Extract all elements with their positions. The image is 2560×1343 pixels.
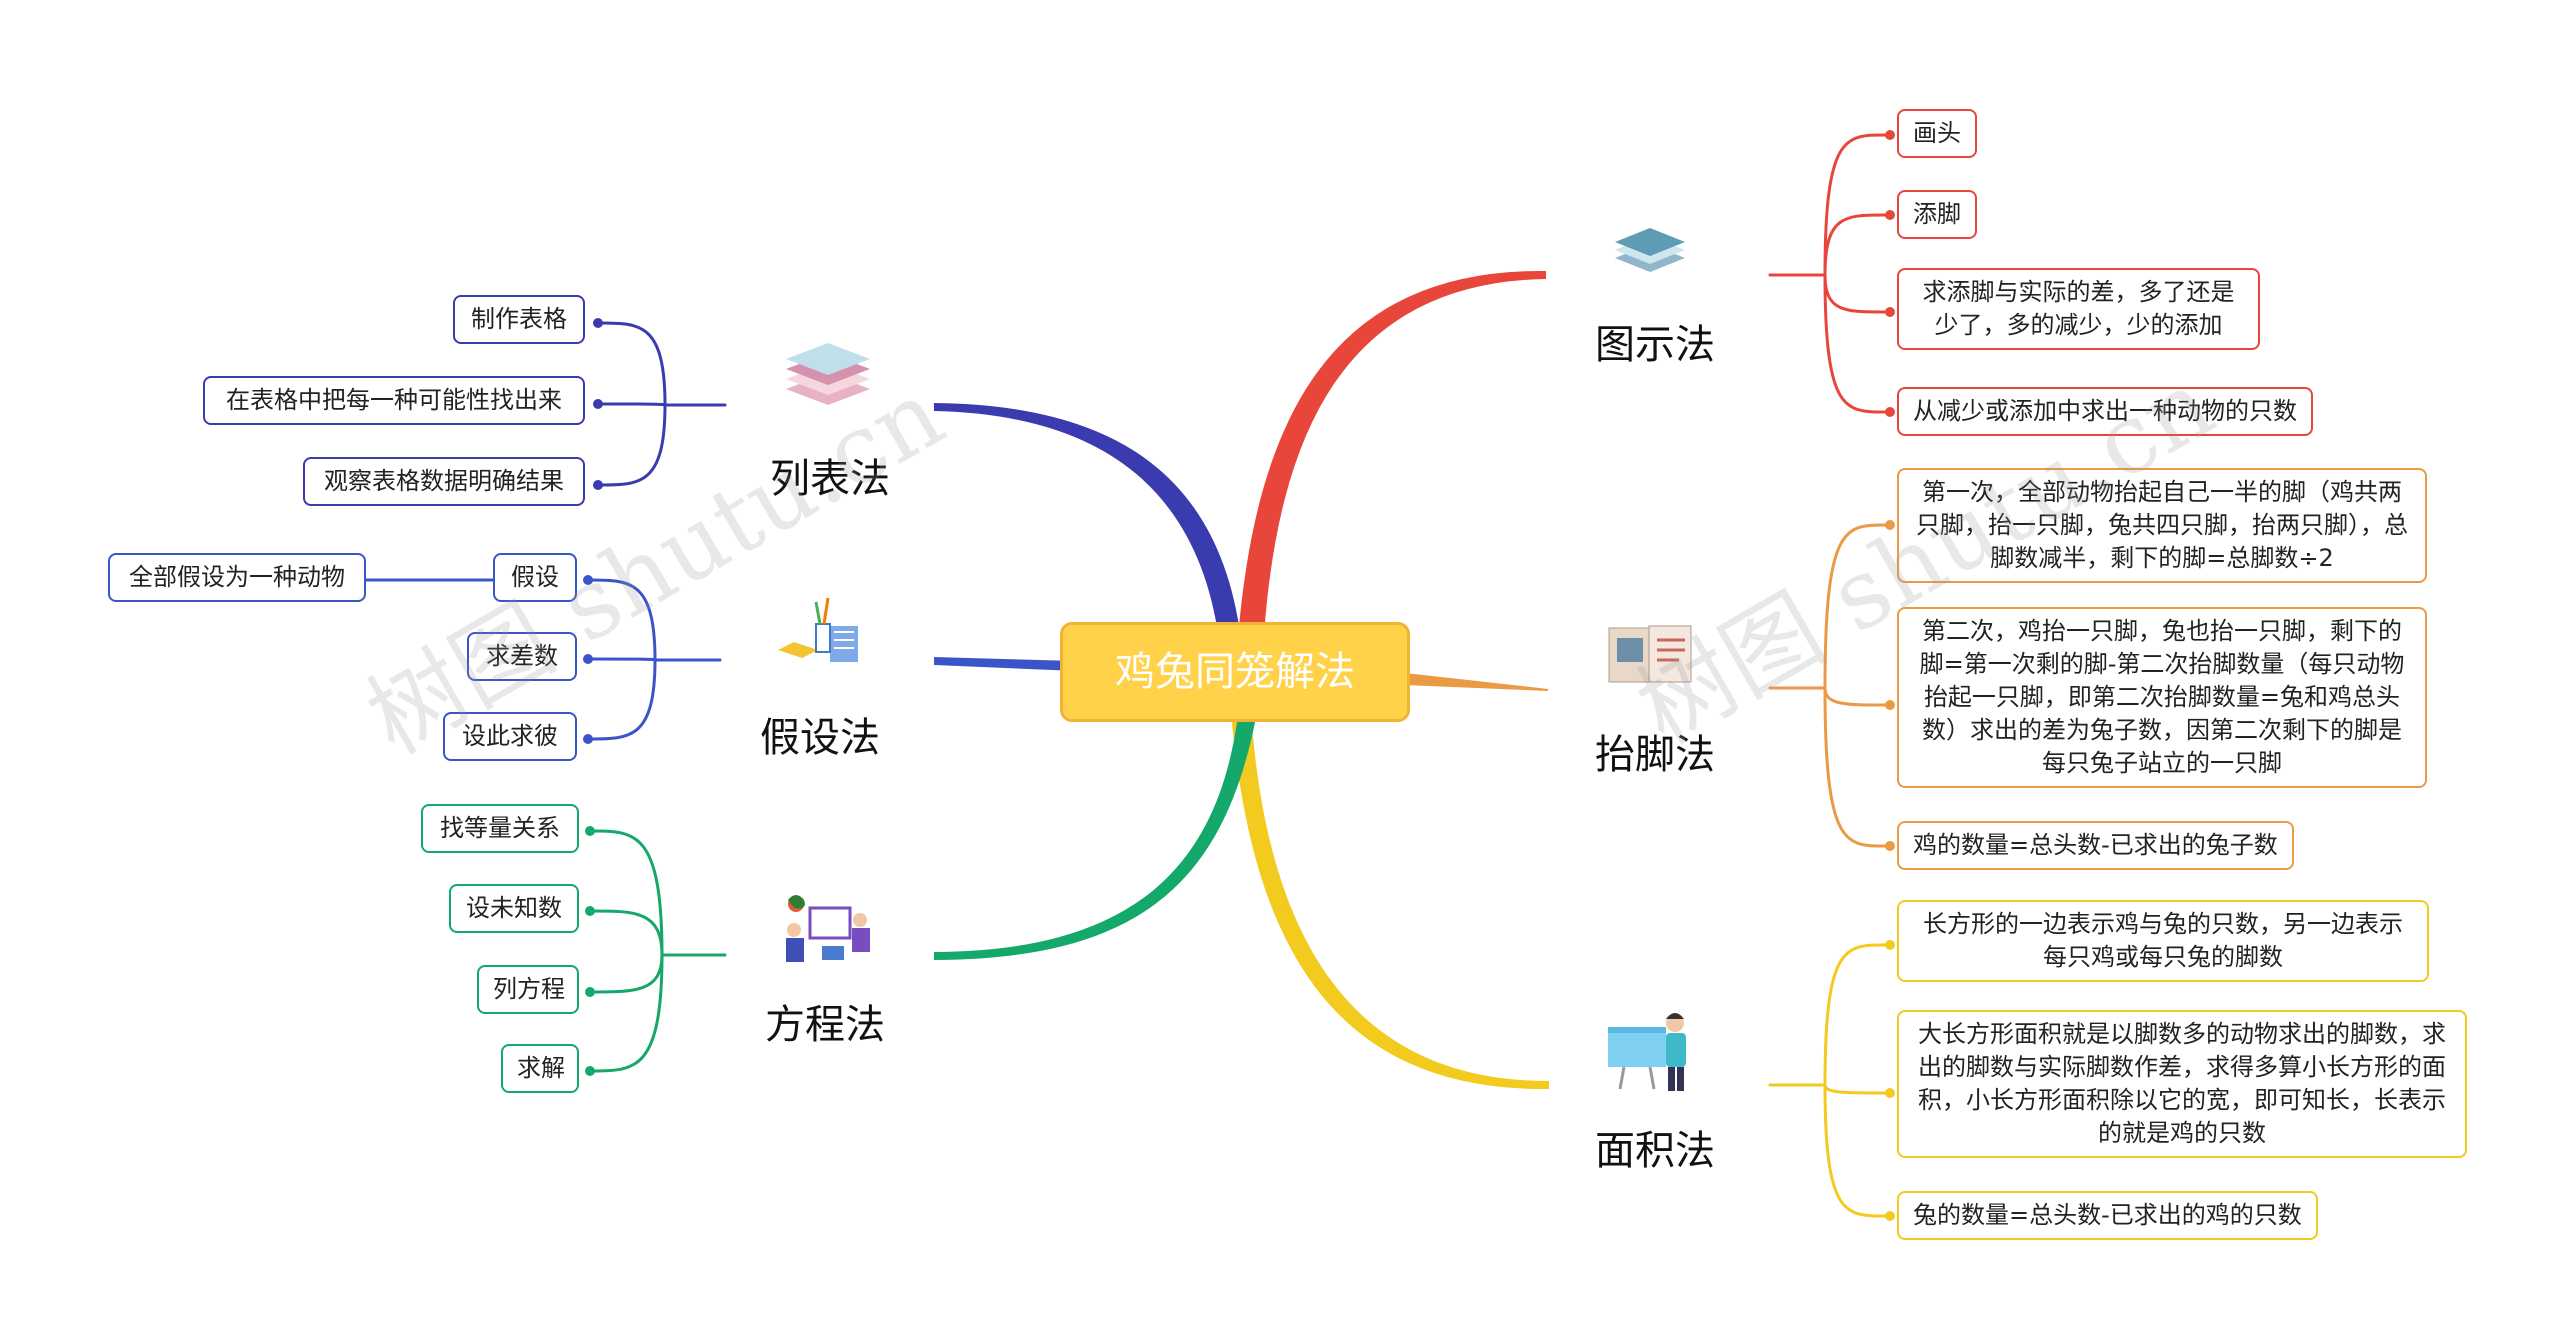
tushi-item-4[interactable]: 从减少或添加中求出一种动物的只数 (1897, 387, 2313, 436)
branch-line-fangcheng (934, 721, 1256, 961)
stacked-layers-icon (1615, 228, 1685, 272)
taijiao-dot-3 (1885, 841, 1895, 851)
tushi-dot-2 (1885, 210, 1895, 220)
mianji-connector-3 (1823, 1083, 1887, 1218)
liebiao-item-1[interactable]: 制作表格 (453, 295, 585, 344)
fangcheng-item-1[interactable]: 找等量关系 (421, 804, 579, 853)
fangcheng-dot-3 (585, 987, 595, 997)
jiashe-dot-3 (583, 734, 593, 744)
liebiao-connector-1 (598, 321, 667, 407)
tushi-dot-3 (1885, 307, 1895, 317)
mianji-item-1[interactable]: 长方形的一边表示鸡与兔的只数，另一边表示每只鸡或每只兔的脚数 (1897, 900, 2429, 982)
jiashe-dot-2 (583, 654, 593, 664)
desk-supplies-icon (778, 597, 858, 662)
fangcheng-dot-4 (585, 1066, 595, 1076)
fangcheng-item-3[interactable]: 列方程 (477, 965, 579, 1014)
liebiao-connector-2 (598, 402, 667, 407)
liebiao-item-3[interactable]: 观察表格数据明确结果 (303, 457, 585, 506)
jiashe-item-1[interactable]: 假设 (493, 553, 577, 602)
branch-line-jiashe (934, 656, 1076, 672)
fangcheng-item-2[interactable]: 设未知数 (449, 884, 579, 933)
taijiao-dot-1 (1885, 520, 1895, 530)
book-stack-icon (786, 343, 870, 405)
taijiao-connector-3 (1823, 686, 1887, 848)
tushi-dot-4 (1885, 407, 1895, 417)
tushi-connector-1 (1823, 133, 1887, 277)
tushi-item-1[interactable]: 画头 (1897, 109, 1977, 158)
taijiao-connector-1 (1823, 523, 1887, 690)
mianji-dot-2 (1885, 1088, 1895, 1098)
branch-label-liebiao[interactable]: 列表法 (770, 456, 890, 502)
liebiao-dot-3 (593, 480, 603, 490)
team-presentation-icon (786, 895, 870, 962)
taijiao-dot-2 (1885, 700, 1895, 710)
jiashe-connector-1 (588, 578, 657, 662)
teacher-board-icon (1608, 1013, 1686, 1091)
fangcheng-connector-2 (590, 909, 664, 957)
branch-line-liebiao (934, 402, 1242, 641)
branch-line-mianji (1230, 711, 1549, 1090)
branch-label-jiashe[interactable]: 假设法 (760, 715, 880, 761)
branch-label-taijiao[interactable]: 抬脚法 (1595, 732, 1715, 778)
mianji-connector-2 (1823, 1083, 1887, 1095)
mianji-connector-1 (1823, 943, 1887, 1087)
tushi-connector-2 (1823, 213, 1887, 277)
central-topic[interactable]: 鸡兔同笼解法 (1060, 622, 1410, 722)
liebiao-dot-2 (593, 399, 603, 409)
liebiao-item-2[interactable]: 在表格中把每一种可能性找出来 (203, 376, 585, 425)
mianji-dot-3 (1885, 1211, 1895, 1221)
tushi-connector-4 (1823, 273, 1887, 414)
tushi-item-2[interactable]: 添脚 (1897, 190, 1977, 239)
jiashe-dot-1 (583, 575, 593, 585)
tushi-dot-1 (1885, 130, 1895, 140)
scrapbook-icon (1608, 625, 1692, 683)
jiashe-item-2[interactable]: 求差数 (467, 632, 577, 681)
mianji-dot-1 (1885, 940, 1895, 950)
taijiao-item-2[interactable]: 第二次，鸡抬一只脚，兔也抬一只脚，剩下的脚=第一次剩的脚-第二次抬脚数量（每只动… (1897, 607, 2427, 788)
fangcheng-item-4[interactable]: 求解 (501, 1044, 579, 1093)
fangcheng-connector-3 (590, 953, 664, 994)
fangcheng-connector-4 (590, 953, 664, 1073)
mianji-item-3[interactable]: 兔的数量=总头数-已求出的鸡的只数 (1897, 1191, 2318, 1240)
branch-line-tushi (1236, 270, 1546, 651)
fangcheng-dot-2 (585, 906, 595, 916)
tushi-item-3[interactable]: 求添脚与实际的差，多了还是少了，多的减少，少的添加 (1897, 268, 2260, 350)
jiashe-item-3[interactable]: 设此求彼 (443, 712, 577, 761)
fangcheng-connector-1 (590, 829, 664, 957)
fangcheng-dot-1 (585, 826, 595, 836)
branch-label-mianji[interactable]: 面积法 (1595, 1128, 1715, 1174)
mianji-item-2[interactable]: 大长方形面积就是以脚数多的动物求出的脚数，求出的脚数与实际脚数作差，求得多算小长… (1897, 1010, 2467, 1158)
taijiao-item-3[interactable]: 鸡的数量=总头数-已求出的兔子数 (1897, 821, 2294, 870)
branch-label-fangcheng[interactable]: 方程法 (765, 1002, 885, 1048)
branch-line-taijiao (1404, 672, 1549, 691)
taijiao-item-1[interactable]: 第一次，全部动物抬起自己一半的脚（鸡共两只脚，抬一只脚，兔共四只脚，抬两只脚），… (1897, 468, 2427, 583)
branch-label-tushi[interactable]: 图示法 (1595, 322, 1715, 368)
liebiao-connector-3 (598, 403, 667, 487)
liebiao-dot-1 (593, 318, 603, 328)
jiashe-connector-3 (588, 658, 657, 741)
jiashe-sub-item[interactable]: 全部假设为一种动物 (108, 553, 366, 602)
taijiao-connector-2 (1823, 686, 1887, 707)
tushi-connector-3 (1823, 273, 1887, 314)
